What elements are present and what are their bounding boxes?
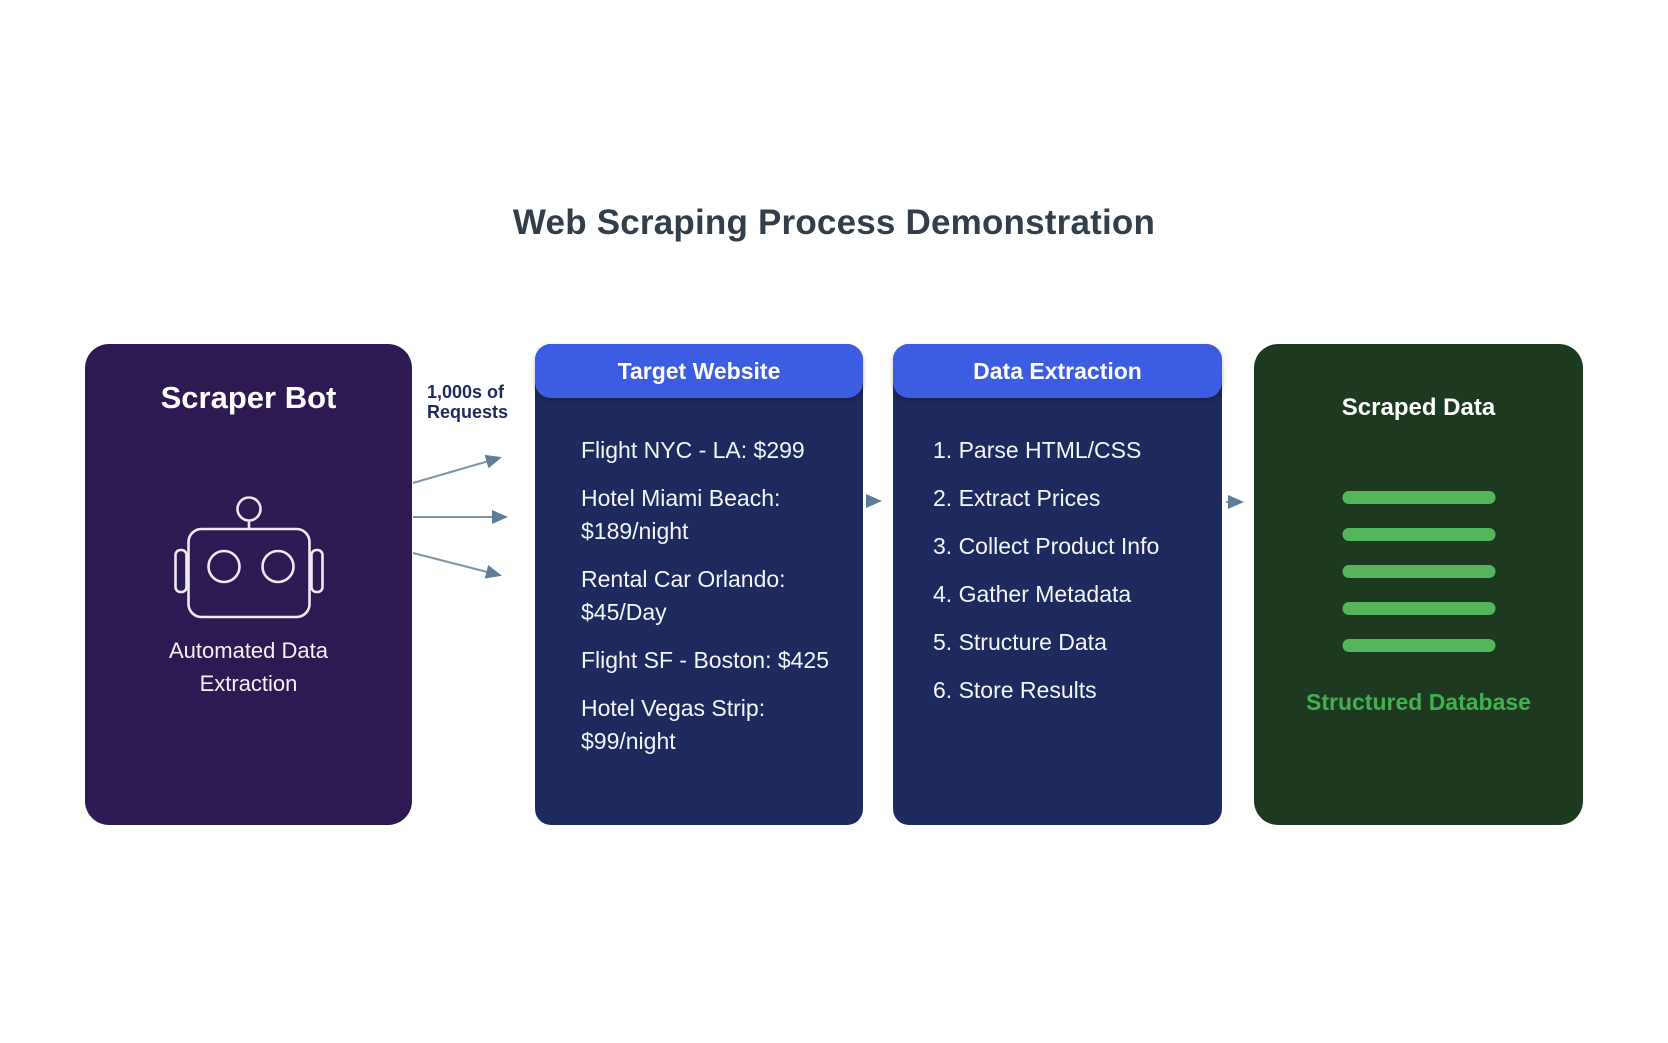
request-arrow-top bbox=[412, 454, 502, 484]
page-title: Web Scraping Process Demonstration bbox=[512, 203, 1156, 242]
data-bar bbox=[1342, 528, 1495, 541]
list-item: 4. Gather Metadata bbox=[933, 581, 1132, 607]
scraper-bot-caption: Automated Data Extraction bbox=[169, 638, 328, 696]
list-item: 1. Parse HTML/CSS bbox=[933, 437, 1142, 463]
list-item: Flight SF - Boston: $425 bbox=[581, 647, 830, 673]
data-bar bbox=[1342, 639, 1495, 652]
list-item: 2. Extract Prices bbox=[933, 485, 1101, 511]
target-website-header: Target Website bbox=[535, 344, 863, 398]
robot-icon bbox=[173, 496, 324, 622]
database-rows-icon bbox=[1342, 491, 1495, 676]
request-arrow-bottom bbox=[412, 552, 502, 579]
data-bar bbox=[1342, 565, 1495, 578]
data-bar bbox=[1342, 491, 1495, 504]
scraped-data-caption: Structured Database bbox=[1306, 689, 1531, 715]
data-bar bbox=[1342, 602, 1495, 615]
scraper-bot-panel: Scraper Bot Automated Data Extraction bbox=[85, 344, 412, 825]
list-item: 6. Store Results bbox=[933, 677, 1097, 703]
list-item: 5. Structure Data bbox=[933, 629, 1107, 655]
requests-label: 1,000s of Requests bbox=[427, 382, 509, 422]
list-item: Flight NYC - LA: $299 bbox=[581, 437, 805, 463]
scraped-data-title: Scraped Data bbox=[1341, 394, 1496, 421]
list-item: 3. Collect Product Info bbox=[933, 533, 1160, 559]
data-extraction-panel: Data Extraction 1. Parse HTML/CSS 2. Extr… bbox=[893, 344, 1222, 825]
scraped-data-panel: Scraped Data Structured Database bbox=[1254, 344, 1583, 825]
data-extraction-header: Data Extraction bbox=[893, 344, 1222, 398]
list-item: Rental Car Orlando: $45/Day bbox=[581, 566, 786, 625]
scraper-bot-title: Scraper Bot bbox=[160, 380, 337, 415]
data-extraction-list: 1. Parse HTML/CSS 2. Extract Prices 3. Col… bbox=[893, 398, 1222, 707]
list-item: Hotel Miami Beach: $189/night bbox=[581, 485, 781, 544]
list-item: Hotel Vegas Strip: $99/night bbox=[581, 695, 766, 754]
